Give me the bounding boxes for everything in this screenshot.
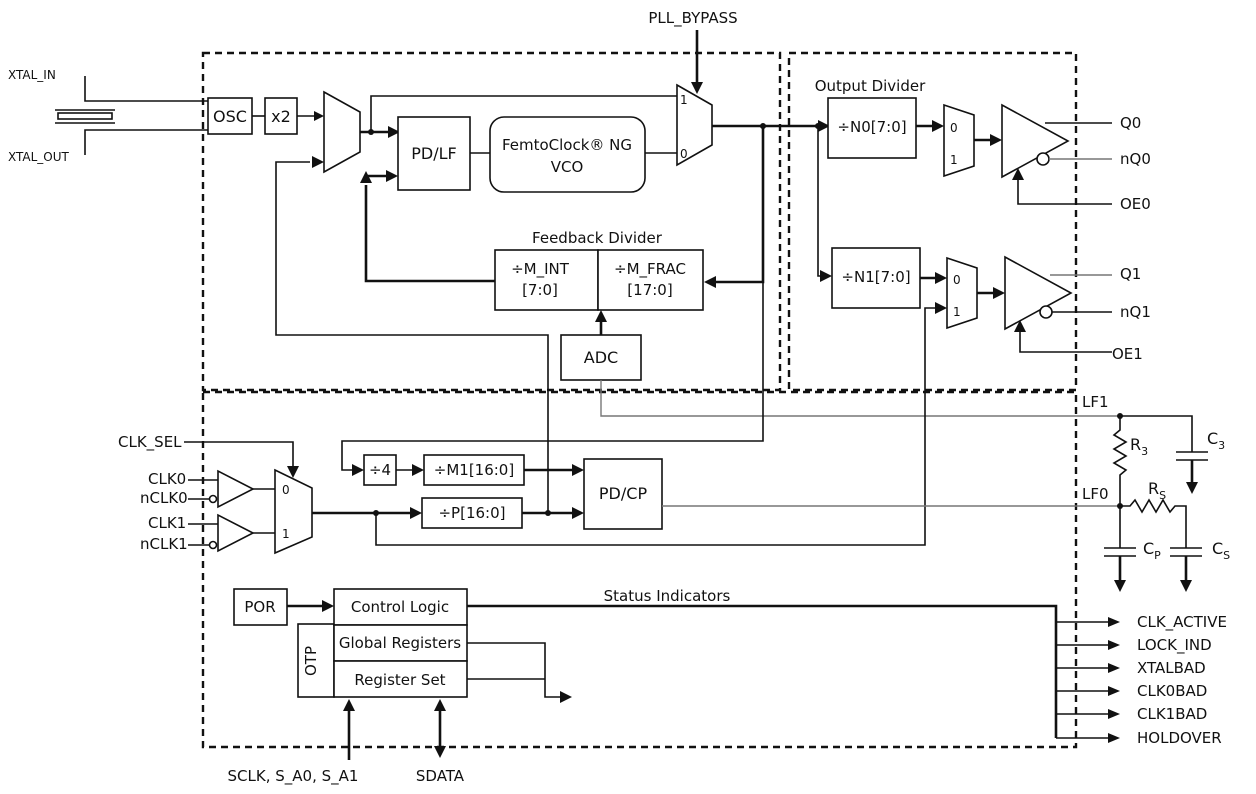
m1-label: ÷M1[16:0]	[434, 461, 514, 479]
mux0-in1: 1	[950, 153, 958, 167]
vco-label-line2: VCO	[551, 158, 584, 176]
output-mux-0	[943, 103, 975, 178]
n0-divider	[827, 97, 917, 159]
output-divider-title: Output Divider	[815, 77, 926, 95]
mux0-in0: 0	[950, 121, 958, 135]
oe0-input: OE0	[1120, 195, 1151, 213]
n1-divider	[831, 247, 921, 309]
feedback-divider-title: Feedback Divider	[532, 229, 663, 247]
n0-label: ÷N0[7:0]	[837, 118, 906, 136]
lf0-label: LF0	[1082, 485, 1109, 503]
xtal-in-label: XTAL_IN	[8, 68, 56, 82]
m-frac-divider	[597, 249, 704, 311]
clk-sel-label: CLK_SEL	[118, 433, 182, 452]
global-registers-label: Global Registers	[339, 634, 461, 652]
nq0-output: nQ0	[1120, 150, 1151, 168]
status-clk1bad: CLK1BAD	[1137, 705, 1207, 723]
status-xtalbad: XTALBAD	[1137, 659, 1206, 677]
m1-divider	[423, 454, 525, 486]
loop-filter-network	[1104, 415, 1208, 592]
por-block	[233, 588, 288, 626]
status-clk-active: CLK_ACTIVE	[1137, 613, 1227, 632]
cs-label: CS	[1212, 539, 1230, 562]
m-int-label-line2: [7:0]	[522, 281, 558, 299]
clk1-label: CLK1	[148, 514, 186, 532]
input-and-control-region	[201, 390, 1078, 749]
nclk1-label: nCLK1	[140, 535, 188, 553]
clk0-label: CLK0	[148, 470, 186, 488]
clk0-input-buffer	[188, 469, 275, 509]
xtal-out-label: XTAL_OUT	[8, 150, 70, 164]
nclk0-label: nCLK0	[140, 489, 188, 507]
status-lock-ind: LOCK_IND	[1137, 636, 1212, 655]
input-mux-in0: 0	[282, 483, 290, 497]
crystal-icon	[55, 76, 208, 155]
mux1-in0: 0	[953, 273, 961, 287]
pd-cp-label: PD/CP	[599, 484, 648, 503]
pd-cp-block	[583, 458, 663, 530]
otp-label: OTP	[302, 646, 320, 676]
osc-label: OSC	[213, 107, 247, 126]
nq1-inversion-bubble	[1039, 305, 1053, 319]
n1-label: ÷N1[7:0]	[841, 268, 910, 286]
q1-output: Q1	[1120, 265, 1141, 283]
pd-lf-label: PD/LF	[411, 144, 456, 163]
output-mux-1	[946, 256, 978, 330]
m-int-divider	[494, 249, 599, 311]
adc-label: ADC	[584, 348, 618, 367]
femtoclock-vco	[489, 116, 646, 193]
output-buffer-0	[1001, 103, 1070, 179]
m-int-label-line1: ÷M_INT	[511, 260, 570, 279]
sdata-label: SDATA	[416, 767, 465, 785]
global-registers-block	[333, 624, 468, 662]
control-logic-label: Control Logic	[351, 598, 449, 616]
cp-label: CP	[1143, 539, 1161, 562]
pll-bypass-label: PLL_BYPASS	[648, 9, 737, 28]
nq0-inversion-bubble	[1036, 152, 1050, 166]
vco-label-line1: FemtoClock® NG	[502, 136, 632, 154]
c3-label: C3	[1207, 429, 1225, 452]
bypass-mux-in0: 0	[680, 147, 688, 161]
input-mux-in1: 1	[282, 527, 290, 541]
control-logic-block	[333, 588, 468, 626]
lf1-label: LF1	[1082, 393, 1109, 411]
mux1-in1: 1	[953, 305, 961, 319]
reference-mux	[323, 90, 361, 174]
x2-label: x2	[271, 107, 291, 126]
status-holdover: HOLDOVER	[1137, 729, 1222, 747]
por-label: POR	[244, 598, 275, 616]
sclk-label: SCLK, S_A0, S_A1	[228, 767, 359, 786]
bypass-mux	[676, 83, 713, 167]
pll-core-region	[201, 51, 782, 392]
output-buffer-1	[1004, 255, 1073, 331]
status-clk0bad: CLK0BAD	[1137, 682, 1207, 700]
adc-block	[560, 334, 642, 381]
div4-label: ÷4	[369, 461, 391, 479]
clk1-input-buffer	[188, 513, 275, 553]
register-set-block	[333, 660, 468, 698]
input-clock-mux	[274, 468, 313, 555]
m-frac-label-line1: ÷M_FRAC	[614, 260, 686, 279]
status-output-arrows	[1056, 617, 1120, 743]
status-indicators-title: Status Indicators	[604, 587, 731, 605]
nq1-output: nQ1	[1120, 303, 1151, 321]
rs-label: RS	[1148, 479, 1166, 502]
oe1-input: OE1	[1112, 345, 1143, 363]
p-label: ÷P[16:0]	[438, 504, 505, 522]
register-set-label: Register Set	[354, 671, 445, 689]
m-frac-label-line2: [17:0]	[627, 281, 672, 299]
q0-output: Q0	[1120, 114, 1141, 132]
r3-label: R3	[1130, 435, 1148, 458]
otp-block	[297, 623, 335, 698]
bypass-mux-in1: 1	[680, 93, 688, 107]
div4-block	[363, 454, 397, 486]
